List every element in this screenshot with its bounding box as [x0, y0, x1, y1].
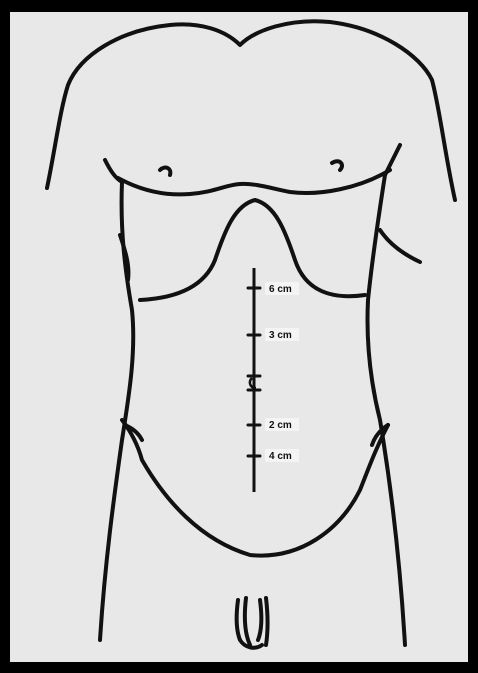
- label-2cm: 2 cm: [269, 420, 292, 431]
- right-nipple: [332, 161, 342, 170]
- right-flank: [368, 175, 406, 645]
- left-nipple: [160, 168, 170, 175]
- right-arm-bump: [380, 230, 420, 262]
- label-6cm: 6 cm: [269, 284, 292, 295]
- chest-line: [118, 170, 390, 194]
- label-3cm: 3 cm: [269, 330, 292, 341]
- label-4cm: 4 cm: [269, 451, 292, 462]
- genital-sketch: [237, 598, 268, 648]
- left-flank: [100, 182, 133, 640]
- shoulders-outline: [47, 21, 455, 200]
